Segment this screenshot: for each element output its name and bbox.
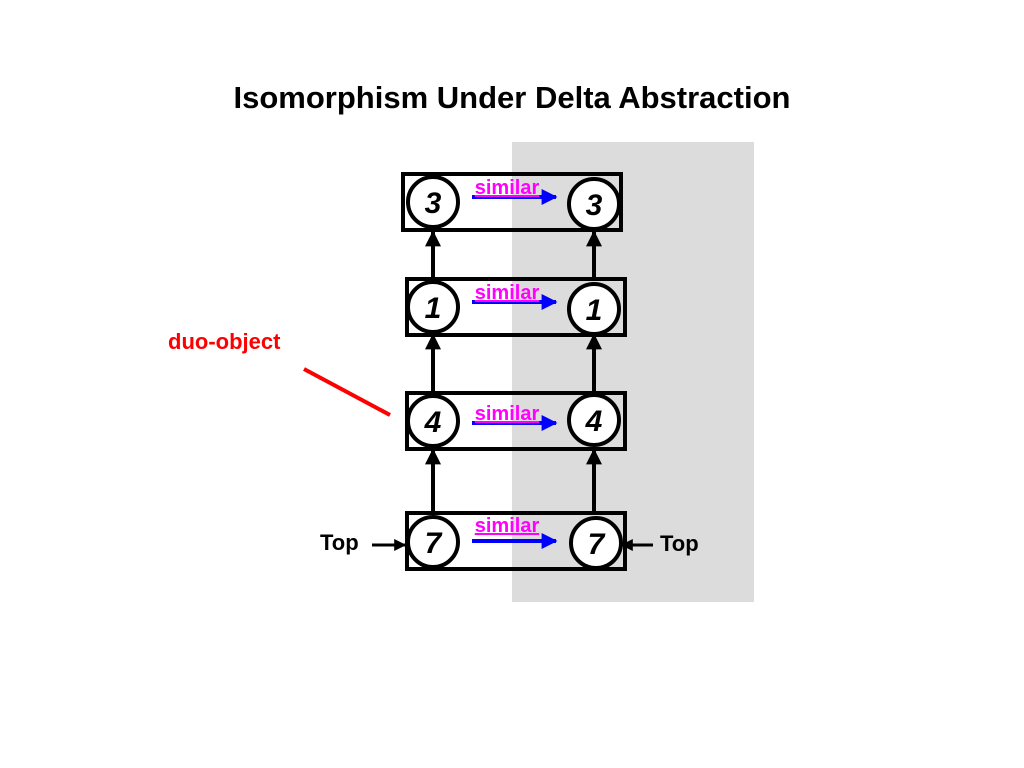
left-node <box>406 394 460 448</box>
right-node <box>567 177 621 231</box>
duo-object-label: duo-object <box>168 329 281 354</box>
left-node <box>406 515 460 569</box>
slide-title: Isomorphism Under Delta Abstraction <box>233 80 791 115</box>
right-node-value: 1 <box>586 294 603 327</box>
right-node-value: 7 <box>588 528 606 561</box>
top-label-right: Top <box>660 531 699 556</box>
pair-row: 4 4 similar <box>405 391 627 451</box>
shaded-region <box>512 142 754 602</box>
left-node-value: 1 <box>425 292 442 325</box>
left-node-value: 3 <box>425 187 442 220</box>
left-node <box>406 175 460 229</box>
right-node <box>567 393 621 447</box>
duo-object-pointer <box>303 367 391 417</box>
right-node-value: 3 <box>586 189 603 222</box>
similar-label: similar <box>475 515 540 537</box>
left-node-value: 7 <box>425 527 443 560</box>
right-node-value: 4 <box>585 405 603 438</box>
pair-box <box>401 172 623 232</box>
top-label-left: Top <box>320 530 359 555</box>
similar-label: similar <box>475 282 540 304</box>
left-node-value: 4 <box>424 406 442 439</box>
pair-row: 1 1 similar <box>405 277 627 337</box>
left-node <box>406 280 460 334</box>
right-node <box>567 282 621 336</box>
similar-label: similar <box>475 403 540 425</box>
pair-row: 3 3 similar <box>401 172 623 232</box>
similar-label: similar <box>475 177 540 199</box>
